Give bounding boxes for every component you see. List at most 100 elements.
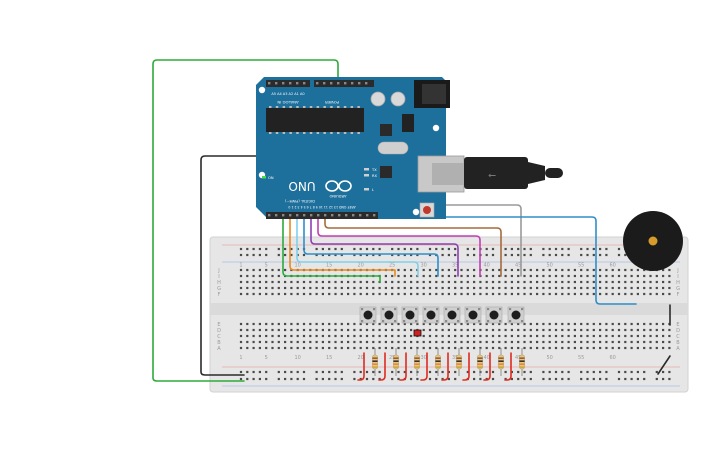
resistor[interactable] [477, 348, 483, 376]
resistor[interactable] [414, 348, 420, 376]
header-pin [282, 82, 285, 85]
breadboard-hole [573, 286, 576, 290]
column-number: 20 [358, 263, 364, 269]
pushbutton[interactable] [401, 306, 419, 324]
breadboard-hole [605, 274, 608, 278]
red-jumper-wire[interactable] [483, 352, 491, 381]
breadboard-hole [321, 322, 324, 326]
chip-pin [323, 132, 326, 134]
pushbutton[interactable] [485, 306, 503, 324]
resistor[interactable] [393, 348, 399, 376]
breadboard-hole [586, 346, 589, 350]
breadboard-hole [523, 292, 526, 296]
header-pin [296, 214, 299, 217]
red-jumper-wire[interactable] [357, 352, 365, 381]
resistor[interactable] [498, 348, 504, 376]
pushbutton[interactable] [443, 306, 461, 324]
breadboard-hole [586, 334, 589, 338]
pushbutton[interactable] [380, 306, 398, 324]
chip-pin [269, 132, 272, 134]
breadboard-hole [504, 292, 507, 296]
breadboard-hole [334, 286, 337, 290]
breadboard-rail-hole [277, 377, 280, 381]
breadboard-rail-hole [592, 377, 595, 381]
breadboard-rail-hole [239, 253, 243, 257]
breadboard-hole [258, 334, 261, 338]
column-number: 45 [515, 355, 521, 361]
wire-magenta-signal[interactable] [317, 215, 481, 277]
breadboard-rail-hole [662, 377, 665, 381]
breadboard-rail-hole [315, 253, 318, 257]
red-jumper-wire[interactable] [378, 352, 386, 381]
breadboard-rail-hole [258, 253, 261, 257]
resistor[interactable] [456, 348, 462, 376]
breadboard-hole [428, 292, 432, 296]
breadboard-rail-hole [542, 253, 545, 257]
breadboard-rail-hole [586, 370, 589, 374]
breadboard-rail-hole [542, 370, 545, 374]
pushbutton[interactable] [422, 306, 440, 324]
breadboard-hole [447, 334, 450, 338]
wire-green-5v[interactable] [152, 59, 339, 382]
breadboard-hole [548, 268, 551, 272]
red-jumper-wire[interactable] [420, 352, 428, 381]
breadboard-rail-hole [284, 247, 287, 251]
breadboard-rail-hole [447, 253, 450, 257]
breadboard-hole [510, 274, 513, 278]
breadboard-hole [567, 322, 570, 326]
breadboard-rail-hole [378, 253, 381, 257]
analog-pin-labels: A5 A4 A3 A2 A1 A0 [271, 92, 304, 96]
piezo-buzzer[interactable] [623, 211, 683, 271]
wire-orange-signal[interactable] [289, 215, 396, 277]
wire-brown-signal[interactable] [324, 215, 502, 277]
red-jumper-wire[interactable] [399, 352, 407, 381]
resistor[interactable] [519, 348, 525, 376]
breadboard-hole [302, 334, 306, 338]
breadboard-rail-hole [491, 253, 495, 257]
arduino-uno[interactable]: A5 A4 A3 A2 A1 A0 ANALOG IN POWER ON TX … [256, 77, 465, 219]
breadboard-hole [403, 328, 406, 332]
reset-button-cap[interactable] [423, 206, 431, 214]
breadboard-hole [479, 334, 482, 338]
breadboard-rail-hole [428, 253, 432, 257]
breadboard-hole [428, 286, 432, 290]
rx-led [364, 174, 369, 177]
column-number: 60 [610, 355, 616, 361]
wire-black-buzzer-gnd-2[interactable] [657, 355, 671, 375]
breadboard-hole [460, 334, 463, 338]
resistor[interactable] [372, 348, 378, 376]
breadboard-hole [284, 334, 287, 338]
breadboard-hole [397, 280, 400, 284]
wire-purple-signal[interactable] [310, 215, 459, 277]
wire-green-signal[interactable] [282, 215, 381, 283]
wire-gray-signal[interactable] [429, 204, 522, 277]
pushbutton[interactable] [359, 306, 377, 324]
breadboard-hole [636, 268, 639, 272]
breadboard-hole [586, 340, 589, 344]
wire-blue-signal[interactable] [303, 215, 439, 277]
wire-blue-buzzer[interactable] [429, 216, 637, 305]
breadboard-rail-hole [321, 370, 324, 374]
breadboard-hole [466, 322, 469, 326]
breadboard-hole [655, 292, 658, 296]
breadboard-hole [580, 334, 583, 338]
pushbutton[interactable] [507, 306, 525, 324]
breadboard-hole [372, 322, 375, 326]
resistor[interactable] [435, 348, 441, 376]
pushbutton[interactable] [464, 306, 482, 324]
wire-light-blue-signal[interactable] [296, 215, 419, 277]
breadboard-rail-hole [624, 377, 627, 381]
breadboard-hole [624, 268, 627, 272]
row-letter: E [676, 322, 679, 328]
red-jumper-wire[interactable] [462, 352, 470, 381]
red-jumper-wire[interactable] [504, 352, 512, 381]
breadboard-hole [290, 346, 293, 350]
column-number: 50 [547, 263, 553, 269]
red-jumper-wire[interactable] [441, 352, 449, 381]
breadboard-hole [630, 268, 633, 272]
breadboard-rail-hole [624, 253, 627, 257]
breadboard-rail-hole [353, 377, 356, 381]
breadboard-hole [504, 340, 507, 344]
breadboard-hole [271, 292, 274, 296]
